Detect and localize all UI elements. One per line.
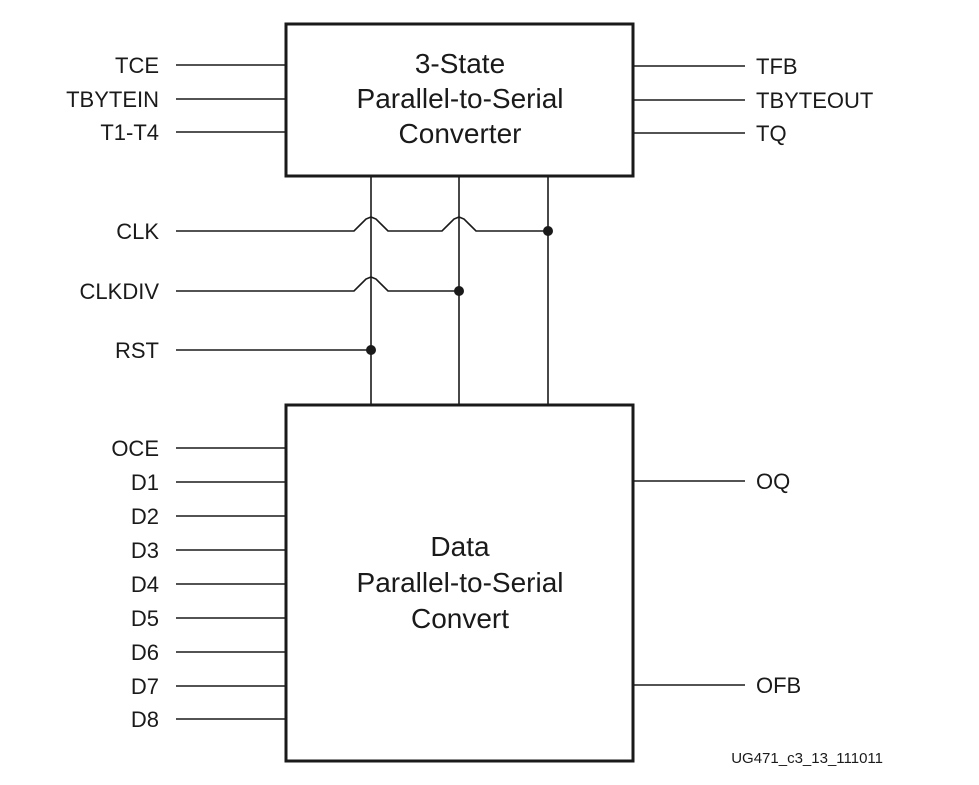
tq-label: TQ: [756, 121, 787, 146]
figure-id-label: UG471_c3_13_111011: [731, 750, 883, 767]
clkdiv-wire: [176, 276, 459, 292]
tristate-title-line-3: Converter: [399, 118, 522, 149]
tbyteout-label: TBYTEOUT: [756, 88, 873, 113]
d5-label: D5: [131, 606, 159, 631]
t1-t4-label: T1-T4: [100, 120, 159, 145]
d8-label: D8: [131, 707, 159, 732]
clkdiv-label: CLKDIV: [80, 279, 160, 304]
data-title-line-1: Data: [430, 531, 490, 562]
d2-label: D2: [131, 504, 159, 529]
rst-junction-dot: [366, 345, 376, 355]
d4-label: D4: [131, 572, 159, 597]
tristate-title-line-1: 3-State: [415, 48, 505, 79]
clkdiv-junction-dot: [454, 286, 464, 296]
ofb-label: OFB: [756, 673, 801, 698]
d1-label: D1: [131, 470, 159, 495]
rst-label: RST: [115, 338, 159, 363]
tce-label: TCE: [115, 53, 159, 78]
data-title-line-3: Convert: [411, 603, 509, 634]
tfb-label: TFB: [756, 54, 798, 79]
d6-label: D6: [131, 640, 159, 665]
tristate-converter-block: [284, 22, 635, 178]
clk-label: CLK: [116, 219, 159, 244]
clk-wire: [176, 216, 548, 232]
d7-label: D7: [131, 674, 159, 699]
clk-junction-dot: [543, 226, 553, 236]
tbytein-label: TBYTEIN: [66, 87, 159, 112]
tristate-title-line-2: Parallel-to-Serial: [357, 83, 564, 114]
data-title-line-2: Parallel-to-Serial: [357, 567, 564, 598]
oce-label: OCE: [111, 436, 159, 461]
data-converter-block: [284, 403, 635, 763]
oq-label: OQ: [756, 469, 790, 494]
d3-label: D3: [131, 538, 159, 563]
